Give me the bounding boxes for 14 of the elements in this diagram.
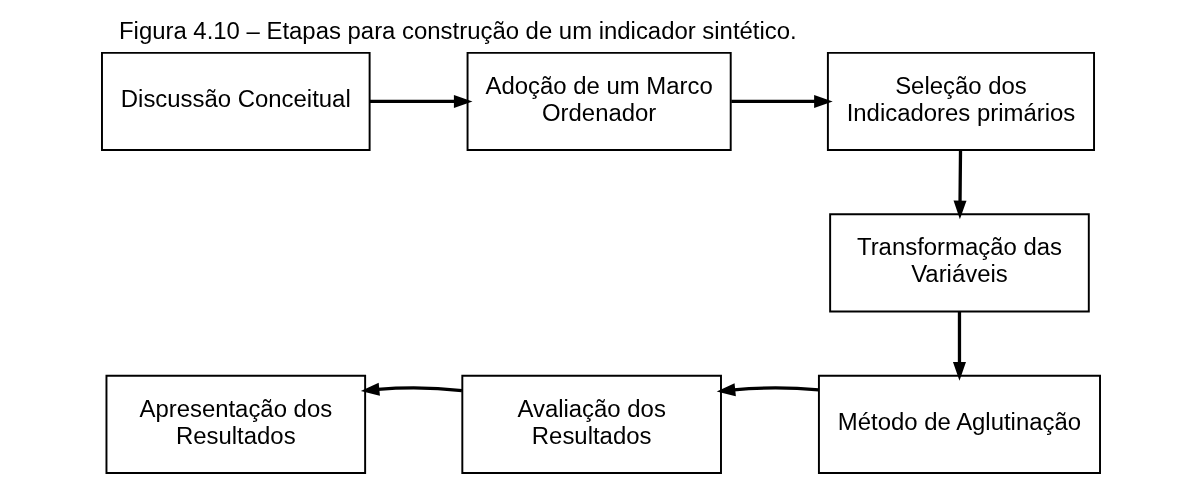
node-box: Transformação das Variáveis — [829, 213, 1090, 313]
arrow — [360, 382, 463, 396]
arrow — [952, 311, 966, 381]
node-box: Avaliação dos Resultados — [461, 374, 722, 474]
arrow — [369, 94, 473, 108]
arrow — [716, 383, 819, 397]
node-box: Seleção dos Indicadores primários — [826, 51, 1095, 151]
node-box: Apresentação dos Resultados — [105, 374, 367, 474]
node-box: Método de Aglutinação — [817, 374, 1101, 474]
diagram-title: Figura 4.10 – Etapas para construção de um indicador sintético. — [118, 17, 797, 45]
arrow — [953, 150, 967, 220]
arrow — [731, 94, 833, 108]
node-box: Discussão Conceitual — [101, 51, 371, 151]
node-box: Adoção de um Marco Ordenador — [466, 51, 732, 151]
